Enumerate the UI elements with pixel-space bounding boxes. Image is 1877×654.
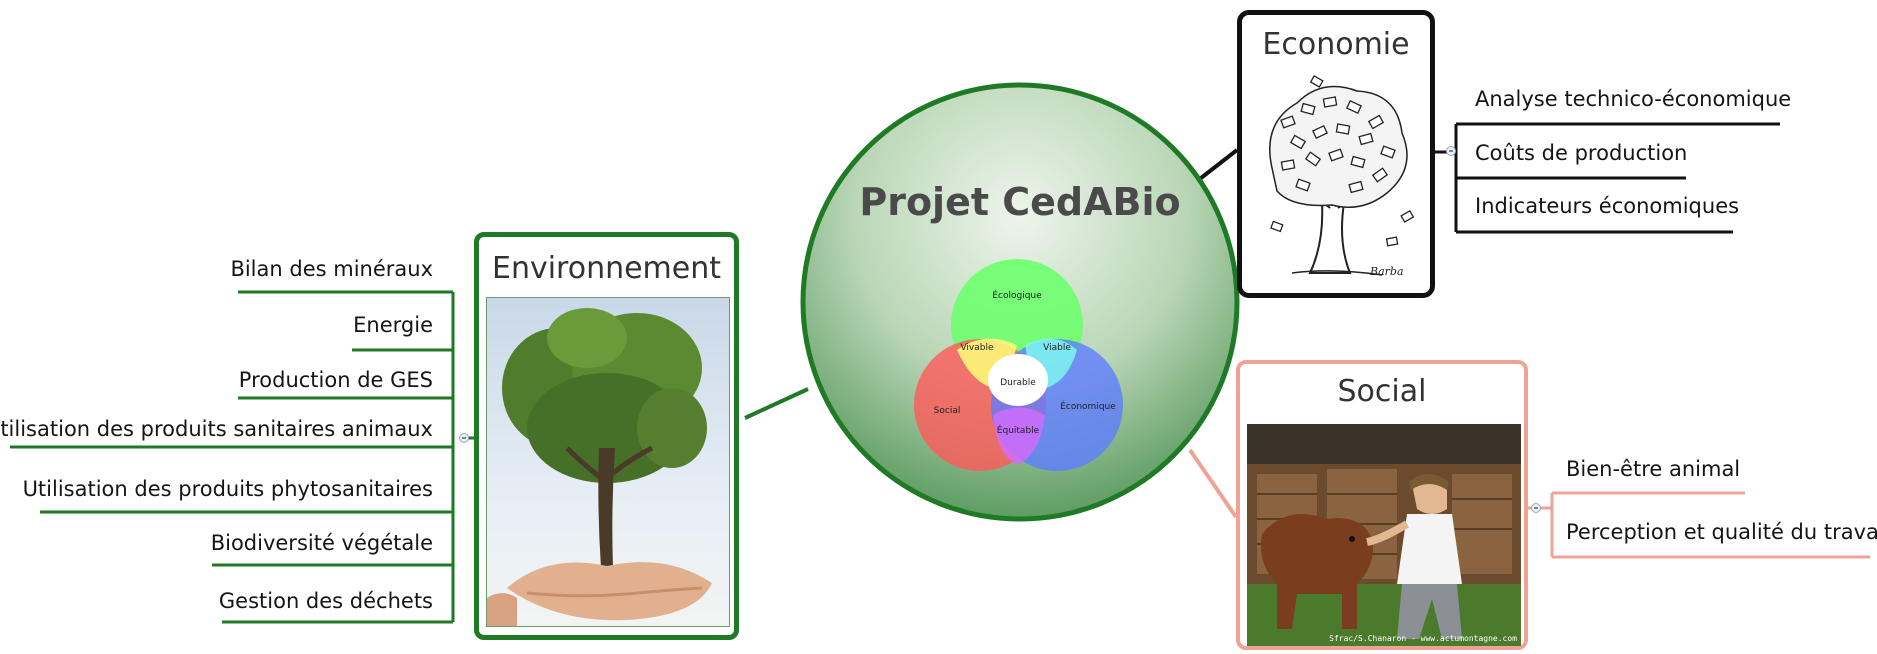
venn-label-social: Social — [934, 406, 961, 416]
venn-overlap-durable — [988, 354, 1048, 406]
economie-item-2[interactable]: Indicateurs économiques — [1475, 194, 1740, 218]
environnement-item-6[interactable]: Gestion des déchets — [218, 589, 433, 613]
environnement-branches — [10, 290, 476, 624]
man-with-cow-photo: Sfrac/S.Chanaron - www.actumontagne.com — [1247, 424, 1521, 646]
environnement-collapse-toggle[interactable] — [459, 433, 469, 443]
environnement-node[interactable]: Environnement — [474, 232, 739, 640]
venn-label-ecologique: Écologique — [992, 289, 1042, 301]
economie-item-1[interactable]: Coûts de production — [1475, 141, 1688, 165]
environnement-item-0[interactable]: Bilan des minéraux — [230, 257, 433, 281]
economie-title: Economie — [1262, 27, 1410, 62]
economie-collapse-toggle[interactable] — [1446, 146, 1456, 156]
economie-item-0[interactable]: Analyse technico-économique — [1475, 87, 1792, 111]
venn-label-equitable: Équitable — [997, 424, 1040, 436]
environnement-item-1[interactable]: Energie — [353, 313, 433, 337]
environnement-item-3[interactable]: Utilisation des produits sanitaires anim… — [0, 417, 433, 441]
venn-label-economique: Économique — [1060, 400, 1116, 412]
connector-environnement — [744, 387, 809, 420]
venn-overlap-equitable — [993, 407, 1045, 465]
center-title: Projet CedABio — [859, 180, 1181, 224]
venn-diagram: Écologique Social Économique Vivable Via… — [914, 259, 1123, 471]
economie-signature: Barba — [1370, 265, 1404, 278]
venn-label-vivable: Vivable — [960, 343, 994, 353]
social-node[interactable]: Social Sfrac/S.Chanaron - www.a — [1236, 360, 1528, 650]
social-item-1[interactable]: Perception et qualité du travail — [1566, 520, 1877, 544]
connector-social — [1188, 448, 1238, 519]
social-branches — [1526, 491, 1870, 559]
money-tree-drawing — [1269, 75, 1415, 276]
environnement-item-4[interactable]: Utilisation des produits phytosanitaires — [22, 477, 433, 501]
social-collapse-toggle[interactable] — [1531, 503, 1541, 513]
economie-branches — [1425, 122, 1780, 234]
environnement-item-5[interactable]: Biodiversité végétale — [210, 531, 433, 555]
venn-label-viable: Viable — [1043, 343, 1071, 353]
tree-in-hands-photo — [486, 297, 730, 627]
economie-node[interactable]: Economie Barba — [1237, 10, 1435, 298]
environnement-item-2[interactable]: Production de GES — [238, 368, 433, 392]
social-title: Social — [1337, 374, 1427, 409]
environnement-title: Environnement — [491, 251, 722, 286]
venn-label-durable: Durable — [1000, 378, 1036, 388]
social-item-0[interactable]: Bien-être animal — [1566, 457, 1741, 481]
photo-credit: Sfrac/S.Chanaron - www.actumontagne.com — [1329, 634, 1517, 643]
